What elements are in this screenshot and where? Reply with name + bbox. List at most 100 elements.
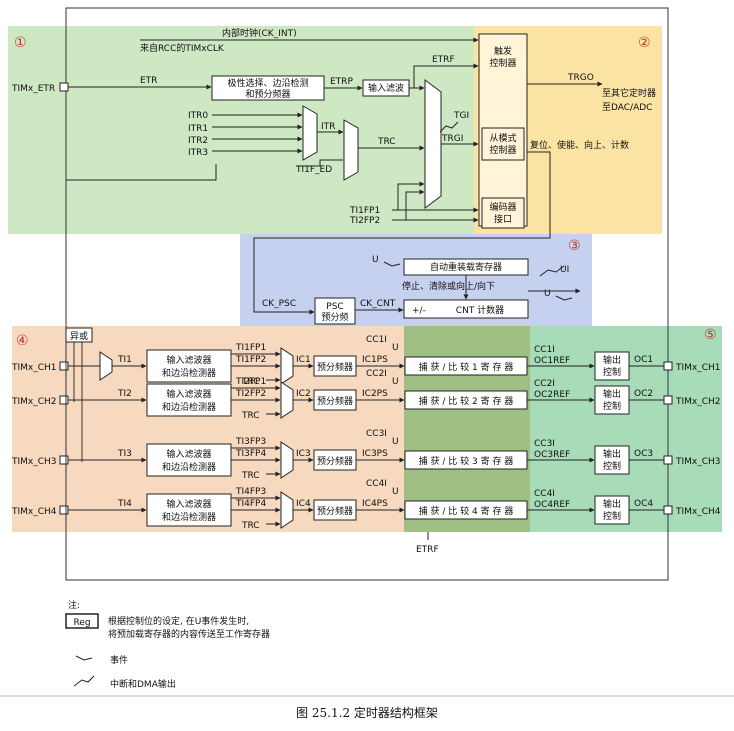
ch3-oc-label: OC3	[634, 449, 653, 459]
etrf-bottom-label: ETRF	[416, 545, 439, 555]
ch3-filter-line2: 和边沿检测器	[162, 461, 216, 473]
ch3-prescaler-label: 预分频器	[317, 455, 353, 467]
ch1-prescaler-label: 预分频器	[317, 361, 353, 373]
ch1-cci-in: CC1I	[366, 335, 387, 345]
ch4-icps-label: IC4PS	[362, 499, 388, 509]
ch2-icps-label: IC2PS	[362, 389, 388, 399]
ch1-ccr-label: 捕 获 / 比 较 1 寄 存 器	[419, 361, 514, 373]
region-1-number: ①	[14, 35, 27, 51]
itr0: ITR0	[188, 111, 208, 121]
ch4-outctrl-line1: 输出	[603, 498, 621, 510]
arr-label: 自动重装载寄存器	[430, 261, 502, 273]
legend-reg: Reg	[73, 618, 90, 628]
legend-event: 事件	[110, 654, 128, 666]
input-filter-label: 输入滤波	[368, 82, 404, 94]
trgo-dest2: 至DAC/ADC	[602, 102, 652, 113]
etrf-label: ETRF	[432, 55, 455, 65]
ch2-output-pin	[663, 395, 673, 405]
timer-outline	[65, 7, 669, 581]
tgi-label: TGI	[453, 111, 469, 121]
ch4-ocref-label: OC4REF	[534, 500, 570, 510]
etr-pin	[59, 82, 69, 92]
cnt-updown: +/-	[412, 306, 426, 316]
ch1-outctrl-line2: 控制	[603, 366, 621, 378]
ch3-fp-b: TI3FP4	[235, 449, 266, 459]
ch1-fp-a: TI1FP1	[235, 343, 266, 353]
ch1-trc: TRC	[241, 377, 260, 387]
legend-reg-box	[65, 613, 99, 629]
ch4-fp-a: TI4FP3	[235, 487, 266, 497]
ch3-outctrl-line1: 输出	[603, 448, 621, 460]
ti2fp2-label: TI2FP2	[349, 216, 380, 226]
psc-block	[314, 297, 356, 325]
ch3-input-pin	[59, 455, 69, 465]
itr2: ITR2	[188, 136, 208, 146]
legend-reg-desc2: 将预加载寄存器的内容传送至工作寄存器	[108, 628, 270, 640]
u-event-top: U	[372, 255, 379, 265]
cnt-counter	[403, 299, 529, 319]
u-event-right: U	[544, 289, 551, 299]
stop-clear-label: 停止、清除或向上/向下	[402, 280, 495, 292]
ch4-outctrl-line2: 控制	[603, 510, 621, 522]
ch1-filter-line1: 输入滤波器	[166, 354, 211, 366]
itr-label: ITR	[321, 122, 335, 132]
encoder-interface	[481, 197, 525, 229]
ch2-fp-b: TI2FP2	[235, 389, 266, 399]
trigger-controller-line1: 触发	[494, 45, 512, 57]
figure-caption: 图 25.1.2 定时器结构框架	[296, 706, 438, 720]
xor-label: 异或	[70, 330, 88, 342]
event-icon	[75, 655, 93, 661]
legend-irq: 中断和DMA输出	[110, 678, 176, 690]
rcc-label: 来自RCC的TIMxCLK	[140, 42, 225, 54]
ch4-output-pin	[663, 505, 673, 515]
ch4-filter-line1: 输入滤波器	[166, 498, 211, 510]
interrupt-icon	[73, 675, 95, 687]
ch2-ocref-label: OC2REF	[534, 390, 570, 400]
ch1-input-pin-label: TIMx_CH1	[11, 363, 57, 373]
ch1-filter-block	[146, 349, 232, 383]
ch2-oc-label: OC2	[634, 389, 653, 399]
psc-line2: 预分频	[321, 311, 348, 323]
region-5-number: ⑤	[704, 327, 717, 343]
polarity-line1: 极性选择、边沿检测	[227, 77, 308, 89]
itr1: ITR1	[188, 124, 208, 134]
trc-label: TRC	[377, 137, 396, 147]
ch4-cci-in: CC4I	[366, 479, 387, 489]
etr-pin-label: TIMx_ETR	[11, 84, 55, 94]
ch2-fp-a: TI2FP1	[235, 377, 266, 387]
trigger-controller-line2: 控制器	[489, 57, 516, 69]
ch2-cci-out: CC2I	[534, 379, 555, 389]
trc-mux	[343, 119, 359, 181]
trgo-label: TRGO	[567, 73, 594, 83]
cnt-label: CNT 计数器	[456, 304, 504, 316]
trgi-label: TRGI	[441, 134, 463, 144]
ch4-trc: TRC	[241, 521, 260, 531]
ch1-fp-b: TI1FP2	[235, 355, 266, 365]
ch1-ti-label: TI1	[117, 355, 132, 365]
region-1	[8, 26, 474, 234]
ch1-ic-label: IC1	[296, 355, 311, 365]
ch1-input-pin	[59, 361, 69, 371]
ch2-cci-in: CC2I	[366, 369, 387, 379]
ch1-filter-line2: 和边沿检测器	[162, 367, 216, 379]
legend-reg-desc1: 根据控制位的设定, 在U事件发生时,	[108, 615, 249, 627]
ck-psc-label: CK_PSC	[262, 299, 296, 309]
ch3-output-pin	[663, 455, 673, 465]
timer-block-diagram: ① ② ③ ④ ⑤ 内部时钟(CK_INT) 来自RCC的TIMxCLK TIM…	[0, 7, 734, 697]
ch2-filter-block	[146, 383, 232, 417]
ch4-output-pin-label: TIMx_CH4	[675, 507, 721, 517]
reset-enable-label: 复位、使能、向上、计数	[530, 139, 629, 151]
ch1-output-pin-label: TIMx_CH1	[675, 363, 721, 373]
ti1fp1-label: TI1FP1	[349, 206, 380, 216]
ch4-input-pin	[59, 505, 69, 515]
ch1-xor-mux	[99, 351, 113, 381]
ch3-input-pin-label: TIMx_CH3	[11, 457, 57, 467]
ch4-filter-block	[146, 493, 232, 527]
ch3-ic-mux	[280, 441, 294, 479]
encoder-line1: 编码器	[489, 201, 516, 213]
ck-int-label: 内部时钟(CK_INT)	[222, 27, 297, 39]
ch1-ic-mux	[280, 347, 294, 385]
ch3-ic-label: IC3	[296, 449, 311, 459]
ch2-filter-line1: 输入滤波器	[166, 388, 211, 400]
ch3-filter-block	[146, 443, 232, 477]
